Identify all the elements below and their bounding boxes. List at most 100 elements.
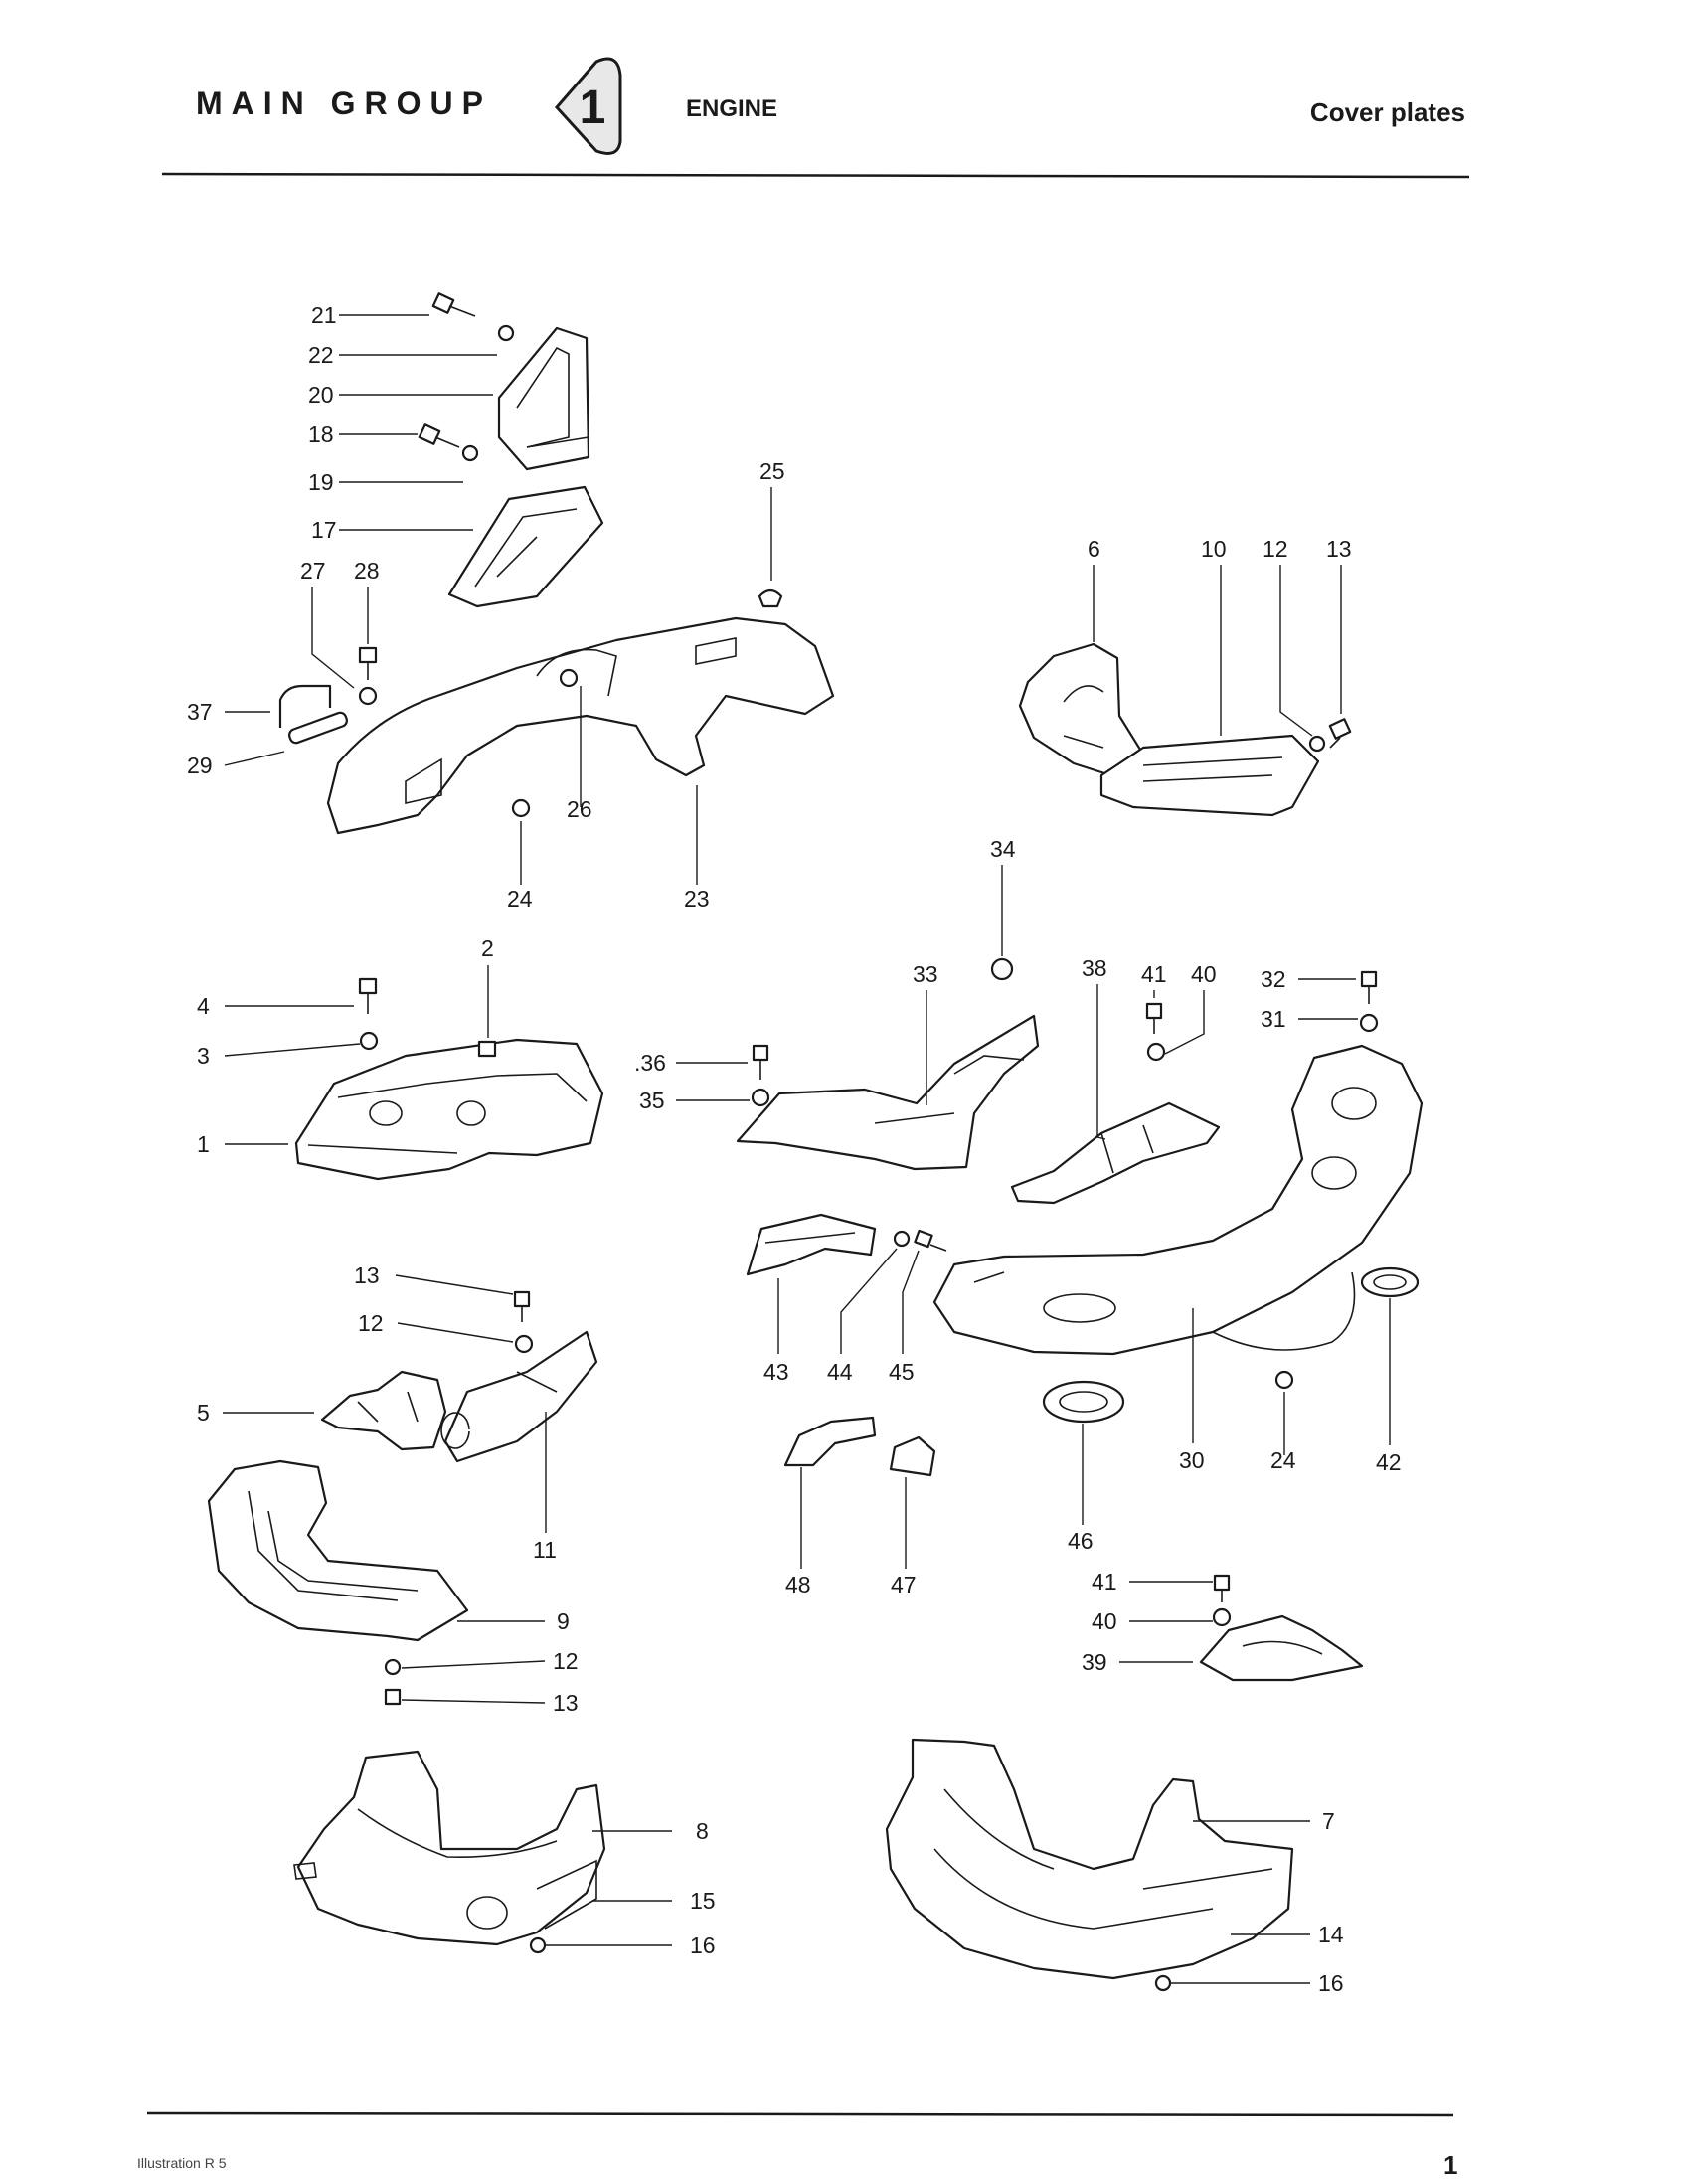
part-3-washer <box>359 1031 379 1051</box>
callout-numbers: 21 22 20 18 19 17 25 27 28 37 29 26 24 2… <box>187 302 1402 1996</box>
callout-8: 8 <box>696 1818 709 1844</box>
page-number: 1 <box>1443 2150 1458 2180</box>
part-12-washer-low <box>384 1658 402 1676</box>
part-40-washer-top <box>1146 1042 1166 1062</box>
callout-18: 18 <box>308 421 334 447</box>
part-9-cylinder-cover <box>207 1459 469 1642</box>
callout-2: 2 <box>481 935 494 961</box>
callout-12b: 12 <box>358 1310 384 1336</box>
callout-22: 22 <box>308 342 334 368</box>
group-number: 1 <box>580 82 606 134</box>
main-group-title: MAIN GROUP <box>196 85 492 121</box>
callout-39: 39 <box>1082 1649 1107 1675</box>
callout-30: 30 <box>1179 1447 1205 1473</box>
callout-13c: 13 <box>553 1690 579 1716</box>
callout-16b: 16 <box>1318 1970 1344 1996</box>
callout-21: 21 <box>311 302 337 328</box>
part-13-bolt-top <box>1328 718 1352 749</box>
callout-16: 16 <box>690 1932 716 1958</box>
illustration-label: Illustration R 5 <box>137 2155 227 2171</box>
leader-lines <box>223 314 1391 1984</box>
part-35-washer <box>751 1088 770 1107</box>
part-1-cover-assembly <box>294 1038 604 1181</box>
callout-6: 6 <box>1088 536 1100 562</box>
part-39-plate <box>1199 1614 1364 1682</box>
part-24-grommet-lower <box>1274 1370 1294 1390</box>
callout-37: 37 <box>187 699 213 725</box>
callout-11: 11 <box>533 1537 557 1563</box>
part-17-bracket <box>447 485 604 608</box>
callout-47: 47 <box>891 1572 917 1597</box>
callout-32: 32 <box>1261 966 1286 992</box>
callout-4: 4 <box>197 993 210 1019</box>
part-21-bolt <box>431 292 476 317</box>
part-44-washer <box>893 1230 911 1248</box>
part-2-nut <box>477 1040 497 1058</box>
part-12-washer-top <box>1308 735 1326 753</box>
part-37-clip <box>278 684 332 728</box>
callout-12c: 12 <box>553 1648 579 1674</box>
part-13-bolt-low <box>384 1688 402 1706</box>
part-27-washer <box>358 686 378 706</box>
part-41-bolt-low <box>1213 1574 1231 1602</box>
part-48-clamp <box>783 1416 877 1467</box>
part-32-screw <box>1360 970 1378 1004</box>
part-20-bracket <box>497 326 590 471</box>
callout-34: 34 <box>990 836 1016 862</box>
callout-5: 5 <box>197 1400 210 1426</box>
part-7-cylinder-cover <box>885 1738 1294 1980</box>
part-29-seal <box>288 711 348 745</box>
part-12-washer-mid <box>514 1334 534 1354</box>
page-subtitle: Cover plates <box>1309 97 1465 127</box>
part-16-nut-left <box>529 1936 547 1954</box>
part-22-washer <box>497 324 515 342</box>
callout-40b: 40 <box>1092 1608 1117 1634</box>
callout-9: 9 <box>557 1608 570 1634</box>
part-5-cover <box>320 1370 447 1451</box>
callout-24: 24 <box>507 886 533 912</box>
callout-24b: 24 <box>1270 1447 1296 1473</box>
callout-27: 27 <box>300 558 326 584</box>
part-30-front-cover-plate <box>932 1044 1424 1356</box>
group-number-badge: 1 <box>554 57 622 155</box>
callout-23: 23 <box>684 886 710 912</box>
section-title: ENGINE <box>686 95 778 122</box>
callout-1: 1 <box>197 1131 210 1157</box>
header-rule <box>161 172 1470 179</box>
callout-44: 44 <box>827 1359 853 1385</box>
part-42-seal <box>1360 1266 1420 1298</box>
part-11-cover <box>440 1330 598 1463</box>
callout-13b: 13 <box>354 1262 380 1288</box>
callout-46: 46 <box>1068 1528 1094 1554</box>
part-26-grommet <box>559 668 579 688</box>
callout-13: 13 <box>1326 536 1352 562</box>
part-45-bolt <box>914 1229 947 1252</box>
part-16-nut-right <box>1154 1974 1172 1992</box>
part-31-washer <box>1359 1013 1379 1033</box>
callout-12: 12 <box>1263 536 1288 562</box>
part-40-washer-low <box>1212 1607 1232 1627</box>
part-13-bolt-mid <box>513 1290 531 1322</box>
callout-10: 10 <box>1201 536 1227 562</box>
callout-31: 31 <box>1261 1006 1286 1032</box>
part-28-screw <box>358 646 378 680</box>
footer-rule <box>146 2111 1454 2117</box>
callout-26: 26 <box>567 796 592 822</box>
callout-41: 41 <box>1141 961 1167 987</box>
callout-48: 48 <box>785 1572 811 1597</box>
part-46-seal <box>1042 1380 1125 1424</box>
callout-17: 17 <box>311 517 337 543</box>
callout-41b: 41 <box>1092 1569 1117 1595</box>
callout-25: 25 <box>759 458 785 484</box>
part-36-bolt <box>752 1044 769 1080</box>
callout-3: 3 <box>197 1043 210 1069</box>
callout-45: 45 <box>889 1359 915 1385</box>
callout-20: 20 <box>308 382 334 408</box>
part-23-cylinder-cover <box>326 616 835 835</box>
part-43-bracket <box>746 1213 877 1276</box>
part-8-cylinder-cover <box>293 1750 606 1946</box>
callout-15: 15 <box>690 1888 716 1914</box>
callout-43: 43 <box>763 1359 789 1385</box>
part-33-deflector <box>736 1014 1040 1171</box>
